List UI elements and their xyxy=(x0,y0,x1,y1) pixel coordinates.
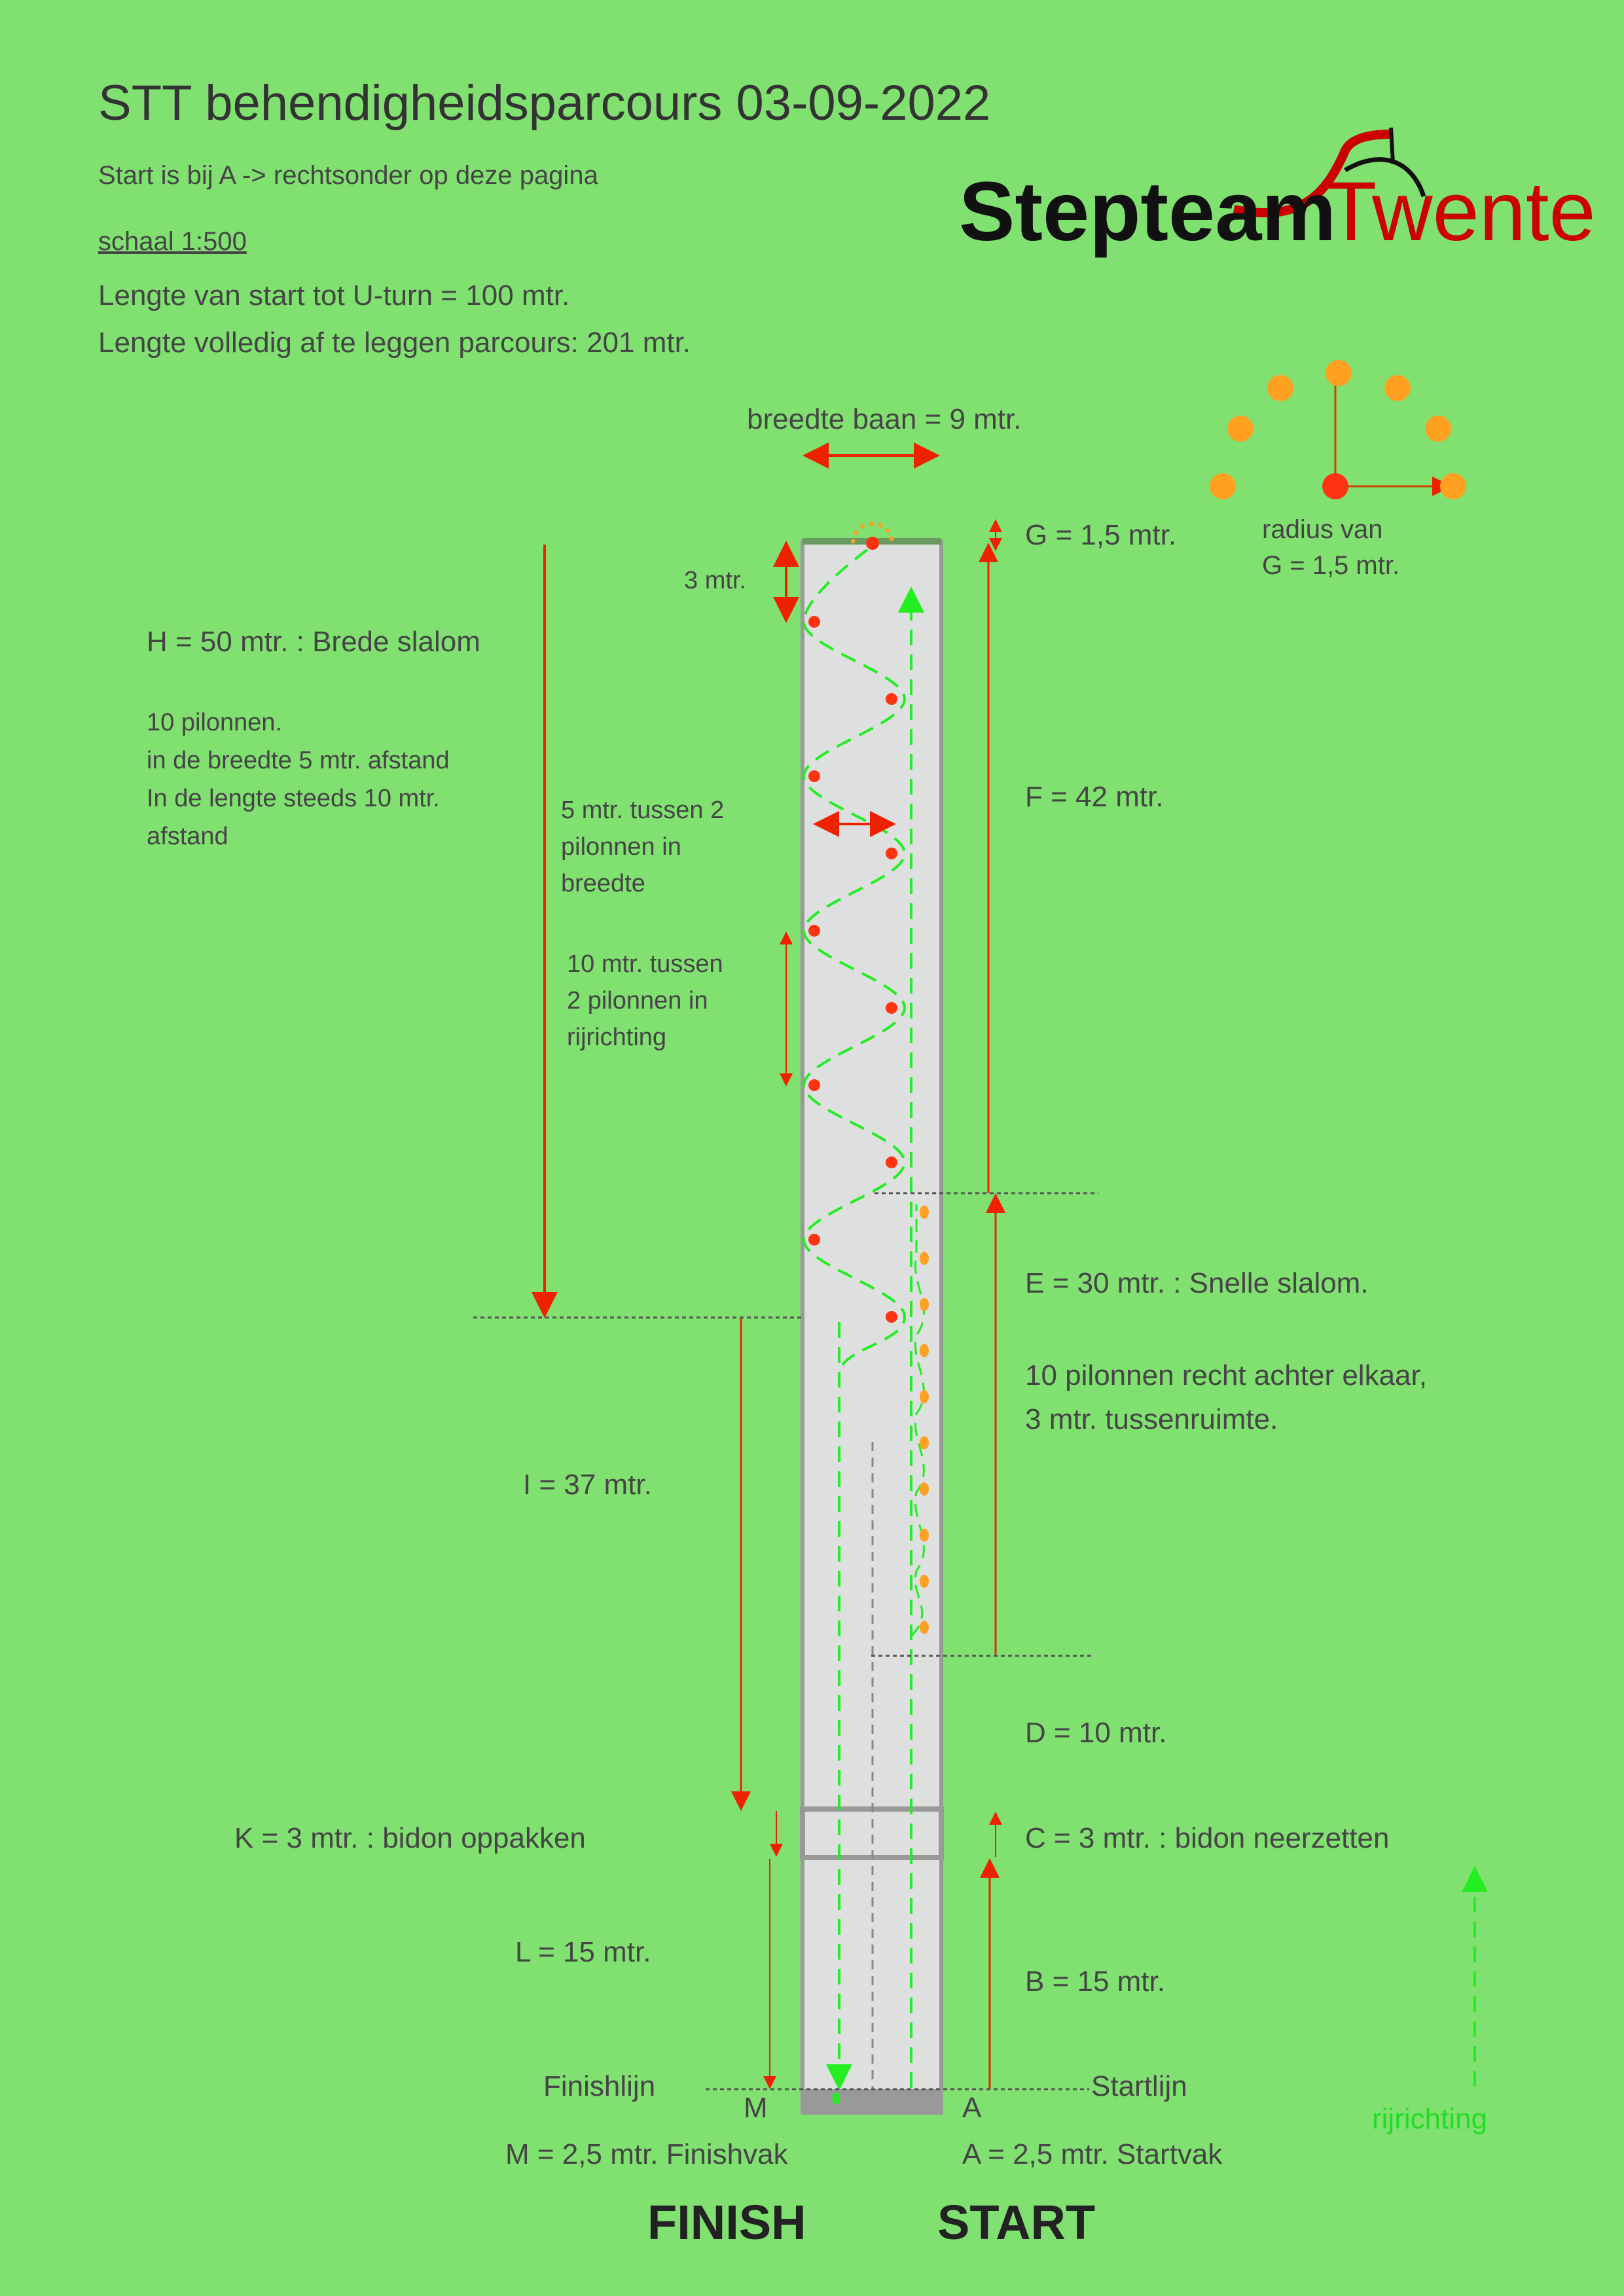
fast-slalom-pylon xyxy=(920,1251,929,1265)
e-note-2: 3 mtr. tussenruimte. xyxy=(1025,1403,1278,1435)
wide-slalom-pylon xyxy=(808,770,820,782)
direction-label: rijrichting xyxy=(1372,2103,1488,2135)
scale: schaal 1:500 xyxy=(98,227,247,256)
width-label: breedte baan = 9 mtr. xyxy=(747,403,1022,435)
fast-slalom-pylon xyxy=(920,1206,929,1219)
fast-slalom-pylon xyxy=(920,1575,929,1588)
uturn-arc xyxy=(851,522,894,544)
wide-slalom-pylon xyxy=(886,1002,897,1014)
note-line: pilonnen in xyxy=(561,833,681,861)
k-label: K = 3 mtr. : bidon oppakken xyxy=(234,1822,586,1854)
wide-slalom-pylon xyxy=(808,1234,820,1246)
e-note-1: 10 pilonnen recht achter elkaar, xyxy=(1025,1359,1427,1391)
reference-lines xyxy=(473,1192,1098,2090)
radius-label-2: G = 1,5 mtr. xyxy=(1262,551,1400,580)
a-description: A = 2,5 mtr. Startvak xyxy=(962,2138,1223,2170)
note-line: 5 mtr. tussen 2 xyxy=(561,797,725,824)
wide-slalom-pylon xyxy=(808,1079,820,1091)
wide-slalom-pylon xyxy=(886,1311,897,1323)
f-label: F = 42 mtr. xyxy=(1025,781,1164,813)
l-label: L = 15 mtr. xyxy=(515,1936,651,1968)
m-marker: M xyxy=(744,2092,768,2124)
logo-swoosh-icon xyxy=(1233,127,1426,218)
h-note: In de lengte steeds 10 mtr. xyxy=(147,785,440,812)
d-label: D = 10 mtr. xyxy=(1025,1717,1167,1749)
note-line: 2 pilonnen in xyxy=(567,987,708,1014)
note-line: rijrichting xyxy=(567,1024,667,1051)
start-finish-box xyxy=(803,2089,941,2113)
start-label: START xyxy=(937,2195,1096,2250)
wide-slalom-pylon xyxy=(886,693,897,705)
finish-line-label: Finishlijn xyxy=(543,2070,656,2102)
total-length: Lengte volledig af te leggen parcours: 2… xyxy=(98,327,691,359)
finish-label: FINISH xyxy=(647,2195,806,2250)
dimension-arrows xyxy=(532,519,1005,2089)
h-note: afstand xyxy=(147,823,228,850)
wide-slalom-pylon xyxy=(808,925,820,937)
b-label: B = 15 mtr. xyxy=(1025,1965,1165,1998)
i-label: I = 37 mtr. xyxy=(523,1469,652,1501)
fast-slalom-pylon xyxy=(920,1344,929,1357)
fast-slalom-pylon xyxy=(920,1298,929,1311)
wide-slalom-pylon xyxy=(886,848,897,859)
fast-slalom-pylon xyxy=(920,1482,929,1496)
radius-diagram xyxy=(1210,360,1466,499)
five-mtr-note: 5 mtr. tussen 2 pilonnen in breedte xyxy=(561,792,724,902)
start-note: Start is bij A -> rechtsonder op deze pa… xyxy=(98,161,598,190)
finish-marker xyxy=(833,2093,839,2104)
stepteam-twente-logo: Stepteam Twente xyxy=(959,124,1596,275)
wide-slalom-pylon xyxy=(808,616,820,628)
fast-slalom-path xyxy=(910,1204,925,1638)
h-note: 10 pilonnen. xyxy=(147,709,283,736)
h-notes: 10 pilonnen. in de breedte 5 mtr. afstan… xyxy=(147,704,450,855)
start-line-label: Startlijn xyxy=(1091,2070,1187,2102)
fast-slalom-pylon xyxy=(920,1528,929,1542)
three-mtr-label: 3 mtr. xyxy=(684,567,747,594)
note-line: breedte xyxy=(561,870,645,897)
g-label: G = 1,5 mtr. xyxy=(1025,519,1177,551)
uturn-pylon xyxy=(866,537,879,550)
fast-slalom-pylon xyxy=(920,1390,929,1403)
fast-slalom-pylon xyxy=(920,1436,929,1450)
page-title: STT behendigheidsparcours 03-09-2022 xyxy=(98,75,991,131)
length-to-uturn: Lengte van start tot U-turn = 100 mtr. xyxy=(98,279,570,312)
c-label: C = 3 mtr. : bidon neerzetten xyxy=(1025,1822,1390,1854)
fast-slalom-pylon xyxy=(920,1621,929,1634)
ten-mtr-note: 10 mtr. tussen 2 pilonnen in rijrichting xyxy=(567,946,723,1056)
h-note: in de breedte 5 mtr. afstand xyxy=(147,747,450,774)
m-description: M = 2,5 mtr. Finishvak xyxy=(505,2138,788,2170)
logo-text-twente: Twente xyxy=(1326,165,1596,259)
a-marker: A xyxy=(962,2092,982,2124)
h-label: H = 50 mtr. : Brede slalom xyxy=(147,626,480,658)
radius-label-1: radius van xyxy=(1262,515,1383,544)
wide-slalom-pylon xyxy=(886,1157,897,1168)
slalom-path xyxy=(802,548,907,1375)
note-line: 10 mtr. tussen xyxy=(567,950,723,978)
logo-text-stepteam: Stepteam xyxy=(959,165,1337,259)
e-label: E = 30 mtr. : Snelle slalom. xyxy=(1025,1267,1369,1299)
